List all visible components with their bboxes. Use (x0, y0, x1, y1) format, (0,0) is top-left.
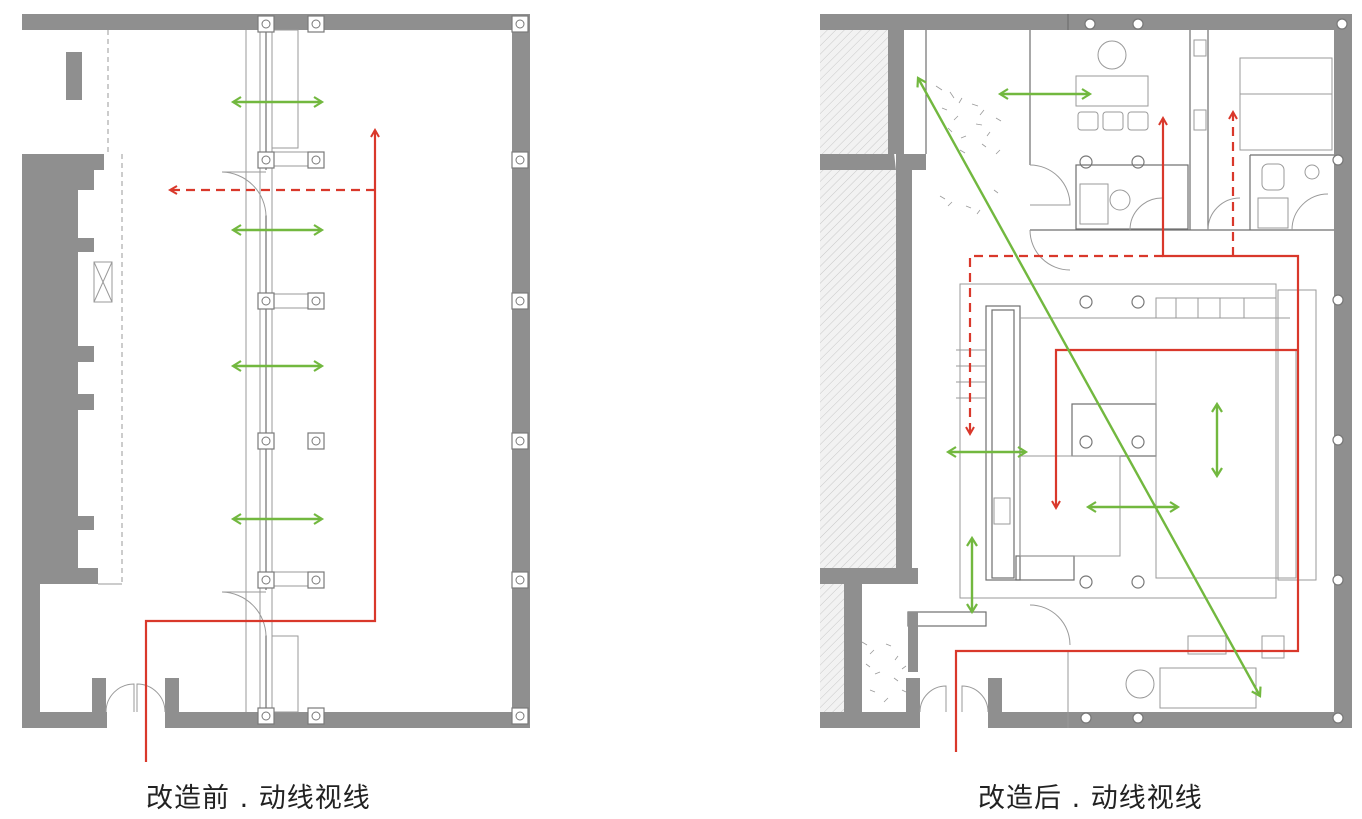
wall-right (512, 14, 530, 728)
door-jamb-right (988, 678, 1002, 728)
neighbor-hatch-bottom (820, 584, 844, 712)
shelf-panel-bottom (271, 635, 299, 713)
sightlines-before (230, 96, 325, 525)
wall-top (22, 14, 530, 30)
columns-before (257, 15, 529, 725)
shelf-strip (1155, 297, 1277, 319)
entry-wall (907, 611, 987, 627)
wall-bottom (165, 712, 530, 728)
diagonal-sightline (916, 76, 1262, 698)
entry-door-left (105, 683, 135, 713)
circulation-path-before (144, 130, 375, 762)
door-arc-lower (221, 591, 267, 637)
plant-bottom (861, 641, 907, 703)
plant-top (935, 85, 1002, 215)
wall-left-notch (22, 30, 66, 154)
columns-after (1079, 18, 1348, 724)
neighbor-hatch-top (820, 30, 888, 154)
caption-before: 改造前 . 动线视线 (146, 783, 371, 814)
counter-left (985, 305, 1021, 581)
neighbor-hatch-mid (820, 170, 896, 570)
sightlines-after (916, 76, 1262, 698)
toilet (1261, 163, 1285, 191)
plan-before (22, 14, 530, 762)
entry-door-right (136, 683, 166, 713)
circulation-path-after (954, 118, 1300, 752)
circulation-branch-center (1056, 348, 1298, 508)
wall-left (22, 14, 104, 712)
wall-right (1334, 14, 1352, 728)
sink (1257, 197, 1289, 229)
plan-after (820, 14, 1352, 752)
dining-table (1075, 75, 1149, 107)
caption-after: 改造后 . 动线视线 (978, 783, 1203, 814)
door-arc-upper (221, 171, 267, 217)
sofa (1159, 667, 1257, 709)
wall-bottom-left (22, 712, 107, 728)
door-jamb-left (92, 678, 106, 728)
bed (1239, 57, 1333, 151)
wall-bottom (988, 712, 1352, 728)
door-jamb-right (165, 678, 179, 728)
window-box (93, 261, 113, 303)
wall-bottom-left (820, 712, 906, 728)
shelf-panel-top (271, 29, 299, 149)
door-jamb-left (906, 678, 920, 728)
